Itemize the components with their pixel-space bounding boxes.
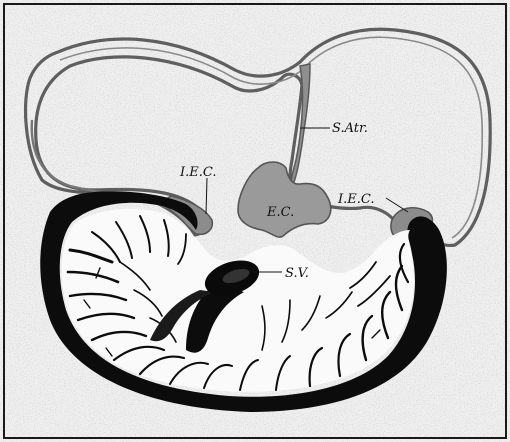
label-sv: S.V. [285,266,309,281]
label-ec: E.C. [266,205,294,220]
label-s-atr: S.Atr. [332,121,368,136]
label-iec-left: I.E.C. [179,165,217,180]
label-iec-right: I.E.C. [337,192,375,207]
